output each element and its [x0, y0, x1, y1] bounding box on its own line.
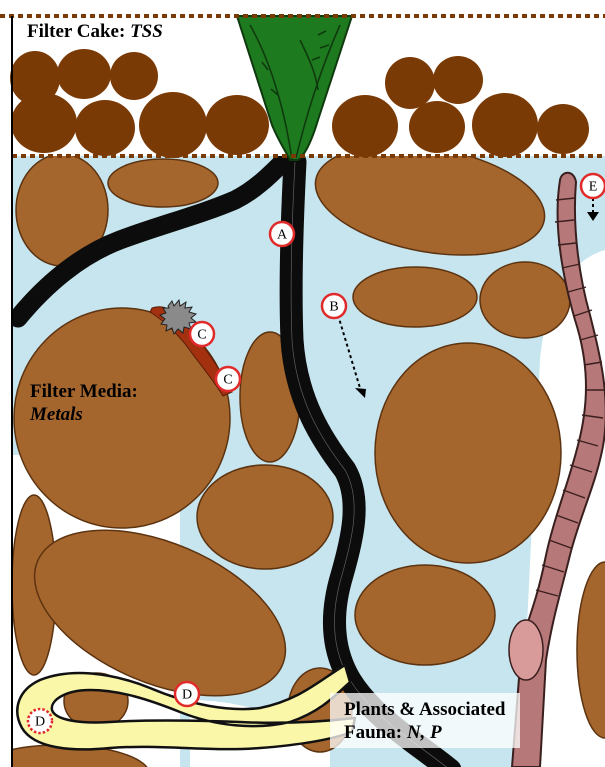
- media-particle: [480, 262, 570, 338]
- marker-c1: C: [190, 322, 214, 346]
- marker-b-text: B: [329, 300, 338, 315]
- marker-c2: C: [216, 367, 240, 391]
- media-particle: [375, 343, 561, 563]
- fauna-label-line1: Plants & Associated: [344, 698, 506, 721]
- marker-b: B: [322, 294, 346, 318]
- marker-c2-text: C: [223, 373, 232, 388]
- marker-a-text: A: [277, 228, 288, 243]
- media-particle: [108, 159, 218, 207]
- filter-media-label-em: Metals: [30, 404, 83, 425]
- media-particle: [353, 267, 477, 327]
- filter-cake-label: Filter Cake: TSS: [27, 20, 163, 43]
- marker-d1: D: [175, 682, 199, 706]
- fauna-label-line2: Fauna:: [344, 722, 407, 743]
- filter-media-label-text: Filter Media:: [30, 380, 138, 403]
- fauna-label-em: N, P: [407, 722, 442, 743]
- marker-d2-text: D: [35, 715, 45, 730]
- filter-media-label: Filter Media:Metals: [30, 380, 138, 426]
- media-particle: [197, 465, 333, 569]
- marker-e-text: E: [589, 180, 598, 195]
- earthworm-clitellum: [509, 620, 543, 680]
- marker-a: A: [270, 222, 294, 246]
- marker-d1-text: D: [182, 688, 192, 703]
- filter-cake-label-em: TSS: [130, 21, 163, 42]
- media-particle: [355, 565, 495, 665]
- marker-e: E: [581, 174, 605, 198]
- marker-c1-text: C: [197, 328, 206, 343]
- filter-cake-label-text: Filter Cake:: [27, 21, 130, 42]
- marker-d2: D: [28, 709, 52, 733]
